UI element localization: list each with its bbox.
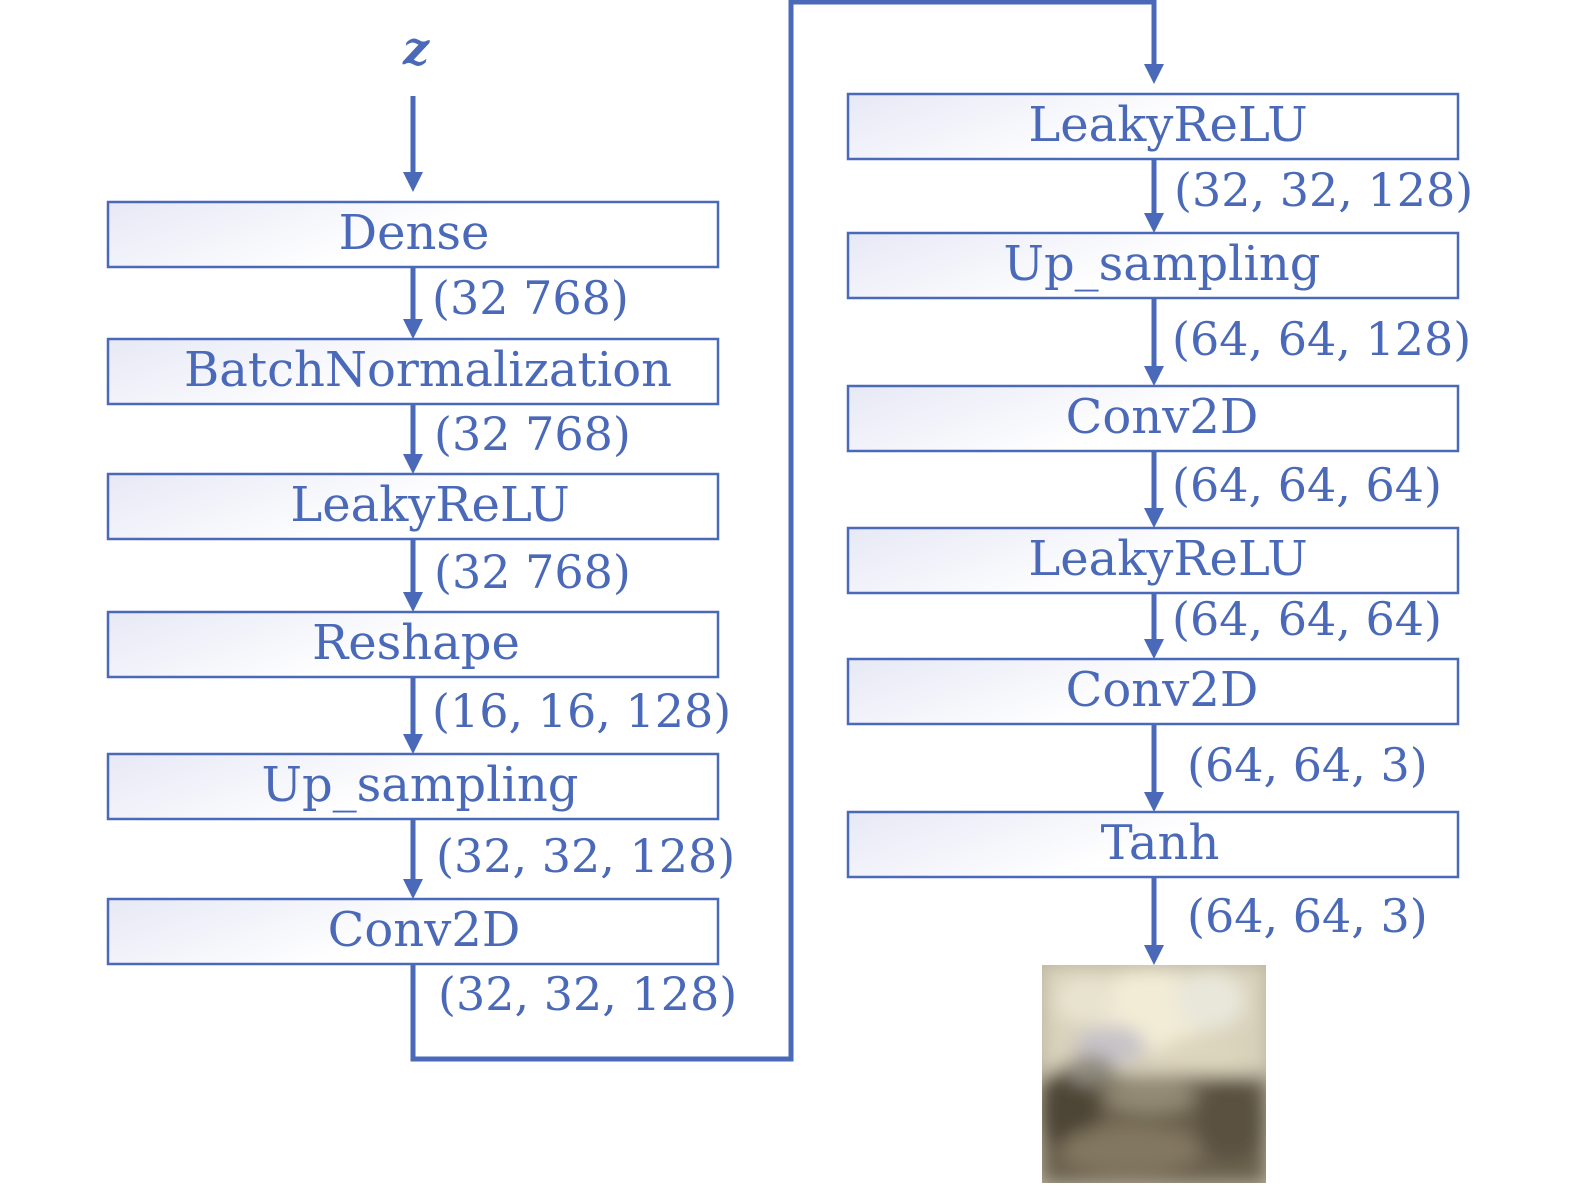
left-output-shape-label: (32 768) bbox=[434, 407, 631, 461]
left-output-shape-label: (32, 32, 128) bbox=[436, 829, 735, 883]
right-output-shape-label: (64, 64, 3) bbox=[1187, 889, 1428, 943]
right-layer-label: Conv2D bbox=[1066, 389, 1259, 445]
left-layer-box bbox=[106, 897, 720, 966]
right-output-shape-label: (64, 64, 3) bbox=[1187, 738, 1428, 792]
right-layer-label: Tanh bbox=[1101, 815, 1220, 871]
right-layer-leakyrelu: LeakyReLU (32, 32, 128) bbox=[846, 92, 1473, 233]
left-layer-reshape: Reshape (16, 16, 128) bbox=[106, 610, 731, 754]
right-layer-label: Conv2D bbox=[1066, 662, 1259, 718]
left-output-shape-label: (32 768) bbox=[434, 545, 631, 599]
right-layer-label: Up_sampling bbox=[1003, 236, 1320, 292]
left-layer-label: LeakyReLU bbox=[290, 477, 569, 533]
left-layer-leakyrelu: LeakyReLU (32 768) bbox=[106, 472, 720, 612]
left-layer-label: BatchNormalization bbox=[184, 342, 672, 398]
left-layer-label: Up_sampling bbox=[261, 757, 578, 813]
left-layer-label: Dense bbox=[339, 205, 490, 261]
column-connector bbox=[410, 0, 1164, 1062]
left-layer-box bbox=[106, 472, 720, 541]
left-layer-box bbox=[106, 610, 720, 679]
right-layer-box bbox=[846, 526, 1460, 595]
left-layer-box bbox=[106, 337, 720, 406]
left-layer-batchnormalization: BatchNormalization (32 768) bbox=[106, 337, 720, 474]
right-layer-box bbox=[846, 92, 1460, 161]
right-layer-box bbox=[846, 384, 1460, 453]
generated-image-icon bbox=[1042, 965, 1266, 1183]
right-layer-conv2d: Conv2D (64, 64, 3) bbox=[846, 657, 1460, 812]
left-layer-conv2d: Conv2D (32, 32, 128) bbox=[106, 897, 737, 1021]
right-layer-box bbox=[846, 810, 1460, 879]
right-output-shape-label: (32, 32, 128) bbox=[1174, 163, 1473, 217]
right-output-shape-label: (64, 64, 64) bbox=[1172, 458, 1442, 512]
right-output-shape-label: (64, 64, 128) bbox=[1172, 312, 1471, 366]
right-layer-box bbox=[846, 231, 1460, 300]
left-column: Dense(32 768)BatchNormalization(32 768)L… bbox=[106, 200, 737, 1021]
input-z-label: z bbox=[402, 21, 430, 75]
left-layer-label: Conv2D bbox=[328, 902, 521, 958]
left-layer-up-sampling: Up_sampling (32, 32, 128) bbox=[106, 752, 735, 899]
left-layer-dense: Dense (32 768) bbox=[106, 200, 720, 339]
right-column: LeakyReLU (32, 32, 128) Up_sampling (64, 64… bbox=[846, 92, 1473, 965]
right-layer-leakyrelu: LeakyReLU(64, 64, 64) bbox=[846, 526, 1460, 659]
right-layer-conv2d: Conv2D (64, 64, 64) bbox=[846, 384, 1460, 528]
right-layer-box bbox=[846, 657, 1460, 726]
right-layer-up-sampling: Up_sampling (64, 64, 128) bbox=[846, 231, 1471, 386]
right-layer-label: LeakyReLU bbox=[1028, 531, 1307, 587]
left-layer-label: Reshape bbox=[312, 615, 520, 671]
left-layer-box bbox=[106, 752, 720, 821]
left-output-shape-label: (16, 16, 128) bbox=[432, 684, 731, 738]
right-output-shape-label: (64, 64, 64) bbox=[1172, 592, 1442, 646]
output-image bbox=[1042, 965, 1266, 1183]
right-layer-label: LeakyReLU bbox=[1028, 97, 1307, 153]
left-output-shape-label: (32, 32, 128) bbox=[438, 967, 737, 1021]
right-layer-tanh: Tanh (64, 64, 3) bbox=[846, 810, 1460, 965]
left-output-shape-label: (32 768) bbox=[432, 271, 629, 325]
